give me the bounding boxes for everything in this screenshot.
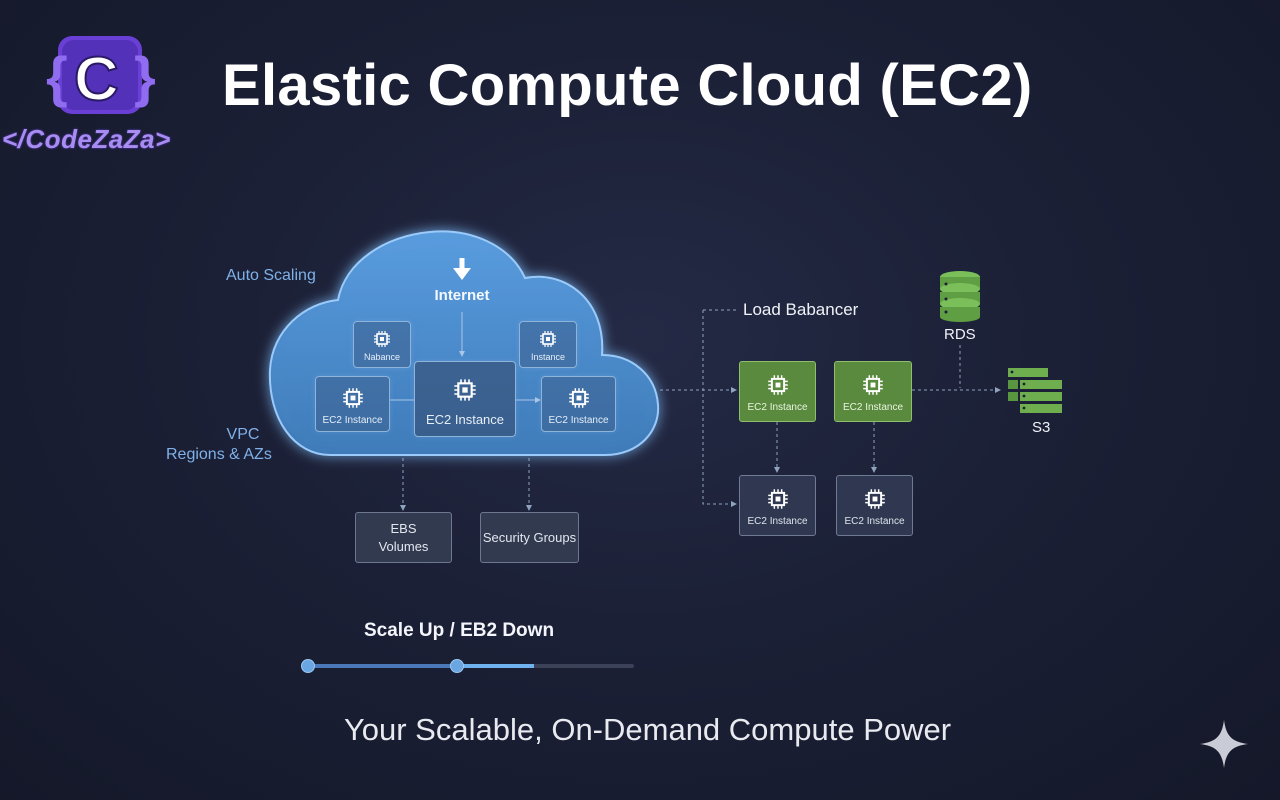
slider-handle[interactable] (450, 659, 464, 673)
chip-icon (454, 379, 476, 401)
security-groups-box[interactable]: Security Groups (480, 512, 579, 563)
scale-label: Scale Up / EB2 Down (364, 620, 555, 641)
slider-fill (304, 664, 456, 668)
load-balancer-label: Load Babancer (743, 300, 859, 319)
cloud-instance-center[interactable]: EC2 Instance (414, 361, 516, 437)
ec2-instance-dark-2[interactable]: EC2 Instance (836, 475, 913, 536)
svg-text:C: C (74, 45, 119, 114)
auto-scaling-label: Auto Scaling (226, 267, 316, 284)
svg-text:}: } (134, 45, 156, 108)
chip-icon (568, 388, 589, 408)
ebs-label-line2: Volumes (378, 538, 429, 554)
brand-logo: { C } (38, 34, 162, 118)
chip-icon (342, 388, 363, 408)
storage-servers-icon (1008, 368, 1062, 413)
s3-label: S3 (1032, 419, 1051, 436)
cloud-instance-top-left[interactable]: Nabance (353, 321, 411, 368)
internet-label: Internet (434, 287, 490, 304)
page-title: Elastic Compute Cloud (EC2) (222, 53, 1033, 118)
slider-highlight (456, 664, 534, 668)
ebs-label-line1: EBS (390, 520, 417, 536)
vpc-label: VPC (226, 426, 260, 443)
scale-slider[interactable] (301, 659, 634, 673)
cloud-instance-top-right[interactable]: Instance (519, 321, 577, 368)
cloud-instance-mid-left[interactable]: EC2 Instance (315, 376, 390, 432)
regions-label: Regions & AZs (166, 446, 272, 463)
security-groups-label: Security Groups (482, 529, 577, 545)
ec2-instance-green-1[interactable]: EC2 Instance (739, 361, 816, 422)
tagline: Your Scalable, On-Demand Compute Power (343, 712, 952, 747)
rds-label: RDS (944, 326, 976, 343)
ec2-instance-green-2[interactable]: EC2 Instance (834, 361, 912, 422)
logo-icon: { C } (46, 36, 156, 115)
ec2-instance-dark-1[interactable]: EC2 Instance (739, 475, 816, 536)
chip-icon (767, 375, 788, 395)
ebs-volumes-box[interactable]: EBS Volumes (355, 512, 452, 563)
svg-text:{: { (46, 45, 68, 108)
slider-start-handle[interactable] (301, 659, 315, 673)
sparkle-icon (1200, 720, 1248, 768)
chip-icon (374, 331, 390, 347)
chip-icon (863, 375, 883, 395)
cloud-instance-mid-right[interactable]: EC2 Instance (541, 376, 616, 432)
chip-icon (767, 489, 788, 509)
database-icon (940, 271, 980, 322)
chip-icon (540, 331, 556, 347)
logo-text: </CodeZaZa> (2, 124, 171, 154)
chip-icon (864, 489, 885, 509)
